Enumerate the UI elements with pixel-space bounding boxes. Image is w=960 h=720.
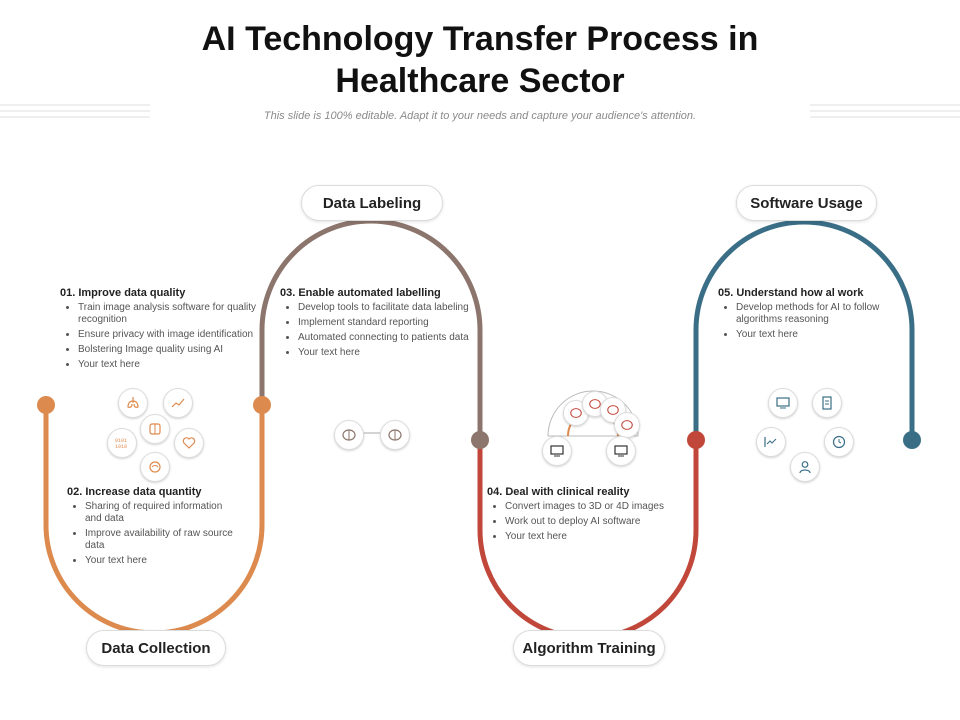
- step-bullet: Develop methods for AI to follow algorit…: [736, 302, 898, 326]
- clock-icon: [824, 427, 854, 457]
- step-heading: 03. Enable automated labelling: [280, 287, 441, 299]
- step-bullet: Your text here: [78, 359, 260, 371]
- step-bullet: Ensure privacy with image identification: [78, 329, 260, 341]
- step-bullet: Your text here: [85, 555, 237, 567]
- stage-algorithm-training: Algorithm Training: [513, 630, 665, 666]
- stage-software-usage: Software Usage: [736, 185, 877, 221]
- step-bullet: Your text here: [736, 329, 898, 341]
- chart-icon: [163, 388, 193, 418]
- step-bullet: Sharing of required information and data: [85, 501, 237, 525]
- monitor-icon: [606, 436, 636, 466]
- step-heading: 04. Deal with clinical reality: [487, 486, 630, 498]
- document-icon: [812, 388, 842, 418]
- svg-text:0101: 0101: [115, 438, 127, 444]
- step-02: 02. Increase data quantity Sharing of re…: [67, 486, 237, 570]
- brain-icon: [140, 414, 170, 444]
- usage-curve: [693, 219, 915, 440]
- step-heading: 02. Increase data quantity: [67, 486, 202, 498]
- lungs-icon: [118, 388, 148, 418]
- brain-icon: [600, 397, 626, 423]
- page-subtitle: This slide is 100% editable. Adapt it to…: [263, 110, 697, 122]
- monitor-icon: [542, 436, 572, 466]
- stage-data-labeling: Data Labeling: [301, 185, 443, 221]
- brain-icon: [614, 412, 640, 438]
- step-bullet: Work out to deploy AI software: [505, 516, 697, 528]
- brain-icon: [334, 420, 364, 450]
- step-05: 05. Understand how al work Develop metho…: [718, 287, 898, 344]
- step-bullet: Bolstering Image quality using AI: [78, 344, 260, 356]
- labeling-start-dot: [253, 396, 271, 414]
- training-start-dot: [471, 431, 489, 449]
- chart-icon: [756, 427, 786, 457]
- collection-start-dot: [37, 396, 55, 414]
- step-04: 04. Deal with clinical reality Convert i…: [487, 486, 697, 546]
- usage-start-dot: [687, 431, 705, 449]
- step-bullet: Convert images to 3D or 4D images: [505, 501, 697, 513]
- step-bullet: Improve availability of raw source data: [85, 528, 237, 552]
- title-line-2: Healthcare Sector: [335, 62, 625, 100]
- heart-icon: [174, 428, 204, 458]
- step-01: 01. Improve data quality Train image ana…: [60, 287, 260, 374]
- step-bullet: Implement standard reporting: [298, 317, 470, 329]
- step-heading: 01. Improve data quality: [60, 287, 186, 299]
- step-bullet: Automated connecting to patients data: [298, 332, 470, 344]
- stage-data-collection: Data Collection: [86, 630, 226, 666]
- step-bullet: Develop tools to facilitate data labelin…: [298, 302, 470, 314]
- step-03: 03. Enable automated labelling Develop t…: [280, 287, 470, 362]
- brain-icon: [380, 420, 410, 450]
- step-bullet: Train image analysis software for qualit…: [78, 302, 260, 326]
- usage-end-dot: [903, 431, 921, 449]
- step-bullet: Your text here: [298, 347, 470, 359]
- svg-text:1010: 1010: [115, 444, 127, 450]
- user-icon: [790, 452, 820, 482]
- step-heading: 05. Understand how al work: [718, 287, 864, 299]
- labeling-curve: [259, 218, 483, 440]
- monitor-icon: [768, 388, 798, 418]
- step-bullet: Your text here: [505, 531, 697, 543]
- database-icon: [140, 452, 170, 482]
- title-line-1: AI Technology Transfer Process in: [201, 20, 759, 58]
- page-title: AI Technology Transfer Process in Health…: [0, 18, 960, 102]
